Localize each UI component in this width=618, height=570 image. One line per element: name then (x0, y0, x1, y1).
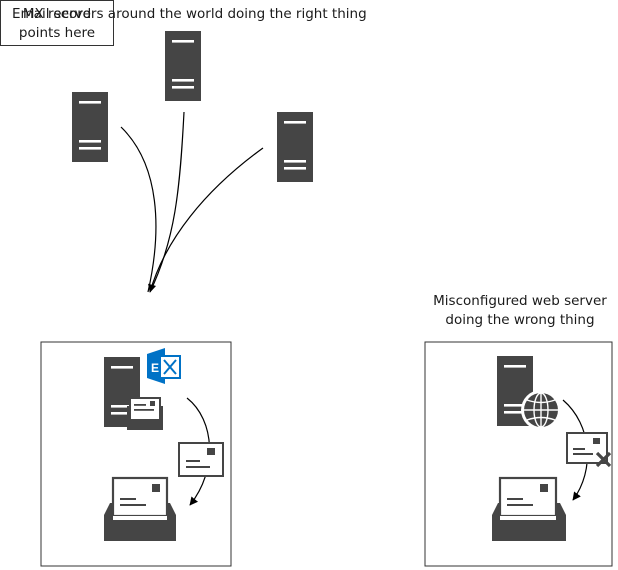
diagram-title: Email servers around the world doing the… (12, 6, 367, 22)
svg-text:E: E (151, 361, 159, 375)
incoming-mail-curves (120, 111, 264, 293)
mx-label-line-2: points here (18, 25, 96, 41)
right-label-line-1: Misconfigured web server (433, 293, 607, 309)
curve-left-server (120, 126, 157, 293)
web-server-box (424, 341, 613, 567)
exchange-icon: E (147, 348, 181, 384)
right-label-line-2: doing the wrong thing (445, 312, 595, 328)
mail-tray-icon (104, 476, 176, 541)
envelope-icon (178, 442, 224, 477)
envelope-reject-icon (566, 432, 612, 468)
mx-record-label: MX record points here (0, 0, 114, 46)
curve-right-server (148, 147, 264, 293)
inbox-tray-icon (127, 397, 163, 430)
server-icon (72, 92, 108, 162)
globe-icon (521, 390, 561, 430)
server-icon (165, 31, 201, 101)
curve-center-server (149, 111, 185, 293)
mx-label-line-1: MX record (22, 6, 92, 22)
server-icon (277, 112, 313, 182)
mail-tray-icon (492, 476, 566, 541)
mail-server-box (40, 341, 232, 567)
misconfigured-server-label: Misconfigured web server doing the wrong… (420, 292, 618, 330)
